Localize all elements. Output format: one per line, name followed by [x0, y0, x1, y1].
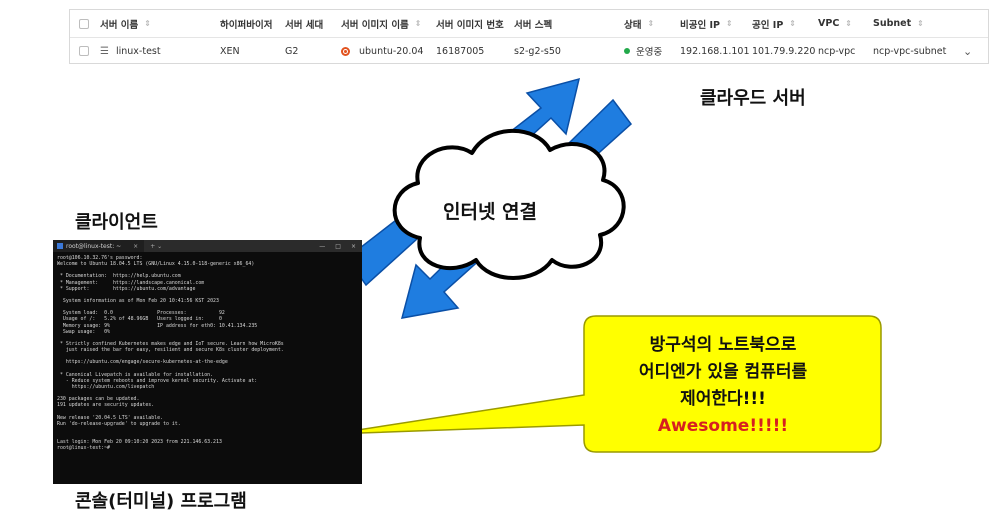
- terminal-line: System information as of Mon Feb 20 10:4…: [57, 297, 219, 304]
- terminal-line: Run 'do-release-upgrade' to upgrade to i…: [57, 420, 181, 427]
- terminal-titlebar: root@linux-test: ~ × + ⌄ — □ ×: [53, 240, 362, 252]
- select-all-checkbox[interactable]: [79, 10, 89, 37]
- sort-updown-icon[interactable]: ⇕: [647, 19, 655, 28]
- status-badge: 운영중: [624, 38, 662, 64]
- col-status[interactable]: 상태⇕: [624, 19, 655, 31]
- server-table: 서버 이름⇕ 하이퍼바이저 서버 세대 서버 이미지 이름⇕ 서버 이미지 번호…: [69, 9, 989, 64]
- terminal-line: Memory usage: 9% IP address for eth0: 10…: [57, 322, 258, 329]
- console-program-label: 콘솔(터미널) 프로그램: [75, 491, 247, 512]
- table-row[interactable]: ☰linux-test XEN G2 ubuntu-20.04 16187005…: [70, 38, 988, 64]
- terminal-line: 191 updates are security updates.: [57, 402, 155, 409]
- terminal-line: * Support: https://ubuntu.com/advantage: [57, 285, 196, 292]
- terminal-line: root@106.10.32.76's password:: [57, 255, 143, 261]
- callout-accent-line: Awesome!!!!!: [657, 416, 789, 436]
- col-vpc[interactable]: VPC⇕: [818, 18, 852, 29]
- callout-line: 방구석의 노트북으로: [649, 335, 797, 355]
- new-tab-icon[interactable]: + ⌄: [150, 242, 163, 250]
- server-icon: ☰: [100, 45, 109, 57]
- col-spec: 서버 스펙: [514, 19, 553, 31]
- maximize-icon[interactable]: □: [335, 242, 341, 250]
- public-ip-cell: 101.79.9.220: [752, 45, 816, 57]
- col-server-name[interactable]: 서버 이름⇕: [100, 19, 151, 31]
- image-number-cell: 16187005: [436, 45, 485, 57]
- row-checkbox[interactable]: [79, 38, 89, 64]
- terminal-output[interactable]: root@106.10.32.76's password:Welcome to …: [53, 252, 362, 455]
- internet-cloud-shape: [392, 128, 626, 280]
- hypervisor-cell: XEN: [220, 45, 240, 57]
- terminal-line: Last login: Mon Feb 20 09:10:20 2023 fro…: [57, 439, 222, 446]
- close-tab-icon[interactable]: ×: [133, 242, 139, 250]
- callout-text: 방구석의 노트북으로 어디엔가 있을 컴퓨터를 제어한다!!! Awesome!…: [590, 332, 856, 440]
- sort-updown-icon[interactable]: ⇕: [789, 19, 796, 28]
- col-image-number: 서버 이미지 번호: [436, 19, 504, 31]
- terminal-line: Swap usage: 0%: [57, 328, 110, 335]
- speech-callout: [331, 315, 882, 453]
- col-subnet[interactable]: Subnet⇕: [873, 18, 924, 29]
- callout-line: 어디엔가 있을 컴퓨터를: [638, 362, 808, 382]
- vpc-cell: ncp-vpc: [818, 45, 856, 57]
- ubuntu-logo-icon: [341, 46, 350, 56]
- terminal-line: * Strictly confined Kubernetes makes edg…: [57, 340, 284, 347]
- window-controls: — □ ×: [319, 243, 362, 250]
- terminal-line: 230 packages can be updated.: [57, 396, 140, 403]
- terminal-line: Welcome to Ubuntu 18.04.5 LTS (GNU/Linux…: [57, 261, 255, 268]
- callout-line: 제어한다!!!: [680, 389, 766, 409]
- sort-updown-icon[interactable]: ⇕: [845, 19, 852, 28]
- terminal-tab-title: root@linux-test: ~: [66, 242, 122, 250]
- internet-label: 인터넷 연결: [443, 201, 538, 223]
- terminal-line: just raised the bar for easy, resilient …: [57, 347, 284, 354]
- private-ip-cell: 192.168.1.101: [680, 45, 750, 57]
- spec-cell: s2-g2-s50: [514, 45, 561, 57]
- terminal-line: root@linux-test:~#: [57, 445, 110, 452]
- terminal-line: - Reduce system reboots and improve kern…: [57, 377, 258, 384]
- sort-updown-icon[interactable]: ⇕: [144, 19, 151, 28]
- col-hypervisor: 하이퍼바이저: [220, 19, 273, 31]
- client-label: 클라이언트: [75, 212, 158, 233]
- status-dot-icon: [624, 48, 630, 54]
- terminal-line: System load: 0.0 Processes: 92: [57, 310, 225, 317]
- terminal-tab[interactable]: root@linux-test: ~ ×: [53, 240, 145, 252]
- terminal-line: * Management: https://landscape.canonica…: [57, 279, 205, 286]
- minimize-icon[interactable]: —: [319, 242, 326, 250]
- sort-updown-icon[interactable]: ⇕: [917, 19, 924, 28]
- terminal-line: Usage of /: 5.2% of 48.96GB Users logged…: [57, 316, 222, 323]
- col-generation: 서버 세대: [285, 19, 324, 31]
- terminal-app-icon: [57, 243, 63, 249]
- col-public-ip[interactable]: 공인 IP⇕: [752, 19, 796, 31]
- image-name-cell: ubuntu-20.04: [341, 38, 423, 64]
- terminal-line: https://ubuntu.com/engage/secure-kuberne…: [57, 359, 228, 366]
- terminal-line: * Canonical Livepatch is available for i…: [57, 371, 214, 378]
- close-icon[interactable]: ×: [350, 242, 356, 250]
- subnet-cell: ncp-vpc-subnet: [873, 45, 947, 57]
- terminal-window[interactable]: root@linux-test: ~ × + ⌄ — □ × root@106.…: [53, 240, 362, 484]
- terminal-line: New release '20.04.5 LTS' available.: [57, 414, 163, 421]
- server-name-cell[interactable]: ☰linux-test: [100, 45, 161, 57]
- cloud-server-label: 클라우드 서버: [700, 88, 806, 109]
- sort-updown-icon[interactable]: ⇕: [726, 19, 733, 28]
- col-image-name[interactable]: 서버 이미지 이름⇕: [341, 19, 422, 31]
- terminal-line: https://ubuntu.com/livepatch: [57, 383, 155, 390]
- chevron-down-icon[interactable]: ⌄: [963, 44, 973, 58]
- terminal-line: * Documentation: https://help.ubuntu.com: [57, 273, 181, 280]
- sort-updown-icon[interactable]: ⇕: [414, 19, 422, 28]
- generation-cell: G2: [285, 45, 299, 57]
- col-private-ip[interactable]: 비공인 IP⇕: [680, 19, 733, 31]
- server-table-header: 서버 이름⇕ 하이퍼바이저 서버 세대 서버 이미지 이름⇕ 서버 이미지 번호…: [70, 10, 988, 38]
